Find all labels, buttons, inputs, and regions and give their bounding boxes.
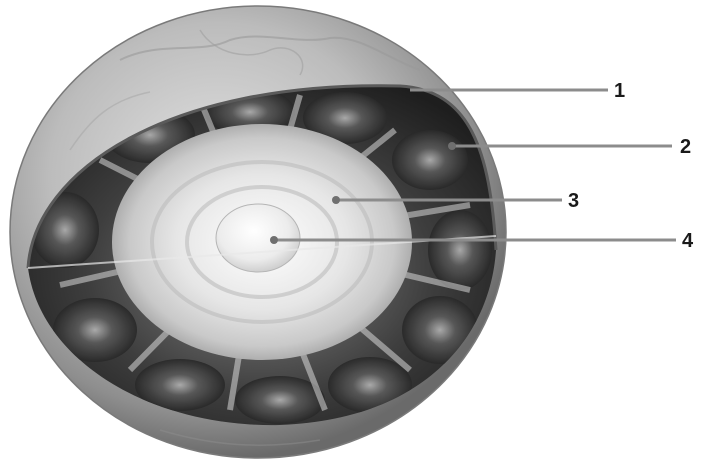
leader-dot-2 <box>448 142 456 150</box>
leader-dot-3 <box>332 196 340 204</box>
leader-dot-4 <box>270 236 278 244</box>
callout-label-1: 1 <box>614 80 625 102</box>
inner-core <box>216 204 300 272</box>
callout-label-4: 4 <box>682 230 694 252</box>
callout-label-2: 2 <box>680 136 691 158</box>
callout-label-3: 3 <box>568 190 579 212</box>
